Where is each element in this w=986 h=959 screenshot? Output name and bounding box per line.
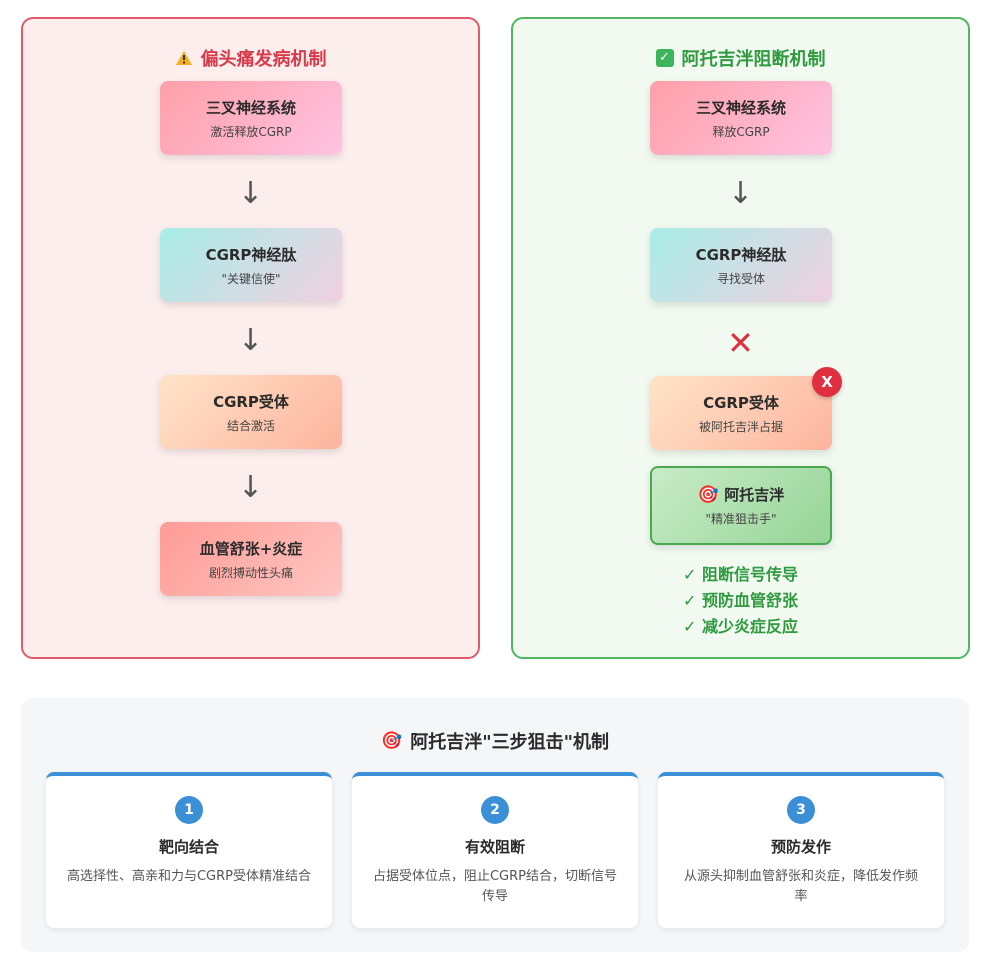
right-panel-title: ✓ 阿托吉泮阻断机制 xyxy=(513,45,968,71)
arrow-down-icon: ↓ xyxy=(237,323,264,358)
step-card-targeted-binding: 1 靶向结合 高选择性、高亲和力与CGRP受体精准结合 xyxy=(46,772,332,928)
left-panel-title: 偏头痛发病机制 xyxy=(23,45,478,71)
cgrp-receptor-box: CGRP受体 被阿托吉泮占据 xyxy=(650,376,832,450)
migraine-mechanism-panel: 偏头痛发病机制 三叉神经系统 激活释放CGRP ↓ CGRP神经肽 "关键信使"… xyxy=(21,17,480,659)
step-number: 1 xyxy=(175,796,203,824)
trigeminal-system-box: 三叉神经系统 激活释放CGRP xyxy=(160,81,342,155)
section-title: 🎯 阿托吉泮"三步狙击"机制 xyxy=(381,731,609,753)
cgrp-receptor-box: CGRP受体 结合激活 xyxy=(160,375,342,449)
checkbox-icon: ✓ xyxy=(655,49,674,67)
step-title: 有效阻断 xyxy=(464,838,525,856)
step-description: 高选择性、高亲和力与CGRP受体精准结合 xyxy=(66,869,312,884)
step-number: 2 xyxy=(481,796,509,824)
step-title: 预防发作 xyxy=(770,838,831,856)
step-description: 占据受体位点，阻止CGRP结合，切断信号传导 xyxy=(372,869,618,904)
benefit-item: ✓ 预防血管舒张 xyxy=(683,591,798,610)
blocked-icon: ✕ xyxy=(727,324,754,362)
arrow-down-icon: ↓ xyxy=(237,470,264,505)
target-icon: 🎯 xyxy=(697,485,719,505)
step-card-prevent-attacks: 3 预防发作 从源头抑制血管舒张和炎症，降低发作频率 xyxy=(658,772,944,928)
step-number: 3 xyxy=(787,796,815,824)
step-card-effective-blocking: 2 有效阻断 占据受体位点，阻止CGRP结合，切断信号传导 xyxy=(352,772,638,928)
benefits-list: ✓ 阻断信号传导 ✓ 预防血管舒张 ✓ 减少炎症反应 xyxy=(513,562,968,640)
step-description: 从源头抑制血管舒张和炎症，降低发作频率 xyxy=(683,869,918,904)
arrow-down-icon: ↓ xyxy=(727,176,754,211)
benefit-item: ✓ 减少炎症反应 xyxy=(683,617,798,636)
arrow-down-icon: ↓ xyxy=(237,176,264,211)
blocked-badge-icon: X xyxy=(812,367,842,397)
target-icon: 🎯 xyxy=(381,731,403,751)
atogepant-blocking-panel: ✓ 阿托吉泮阻断机制 三叉神经系统 释放CGRP ↓ CGRP神经肽 寻找受体 … xyxy=(511,17,970,659)
cgrp-peptide-box: CGRP神经肽 "关键信使" xyxy=(160,228,342,302)
atogepant-box: 🎯 阿托吉泮 "精准狙击手" xyxy=(650,466,832,545)
three-step-section: 🎯 阿托吉泮"三步狙击"机制 1 靶向结合 高选择性、高亲和力与CGRP受体精准… xyxy=(21,698,969,952)
trigeminal-system-box: 三叉神经系统 释放CGRP xyxy=(650,81,832,155)
benefit-item: ✓ 阻断信号传导 xyxy=(683,565,798,584)
step-title: 靶向结合 xyxy=(158,838,219,856)
cgrp-peptide-box: CGRP神经肽 寻找受体 xyxy=(650,228,832,302)
vasodilation-inflammation-box: 血管舒张+炎症 剧烈搏动性头痛 xyxy=(160,522,342,596)
warning-icon xyxy=(175,50,193,66)
